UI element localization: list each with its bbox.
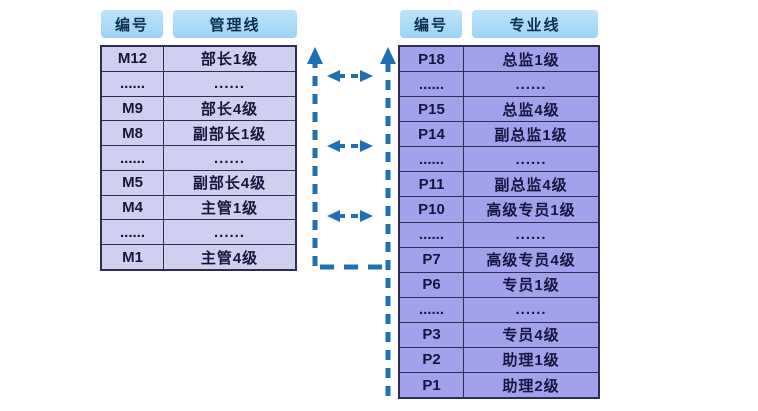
- level-title: 副部长1级: [192, 125, 267, 143]
- level-title: 专员1级: [502, 277, 560, 295]
- level-code: ......: [102, 220, 164, 245]
- level-code: P14: [400, 122, 464, 147]
- level-code: M12: [102, 47, 164, 71]
- level-code: ......: [400, 297, 464, 322]
- table-row: M1 主管4级: [102, 244, 295, 270]
- table-row: P2 助理1级: [400, 346, 598, 373]
- level-code: P2: [400, 347, 464, 373]
- table-row: ............: [102, 70, 295, 96]
- level-title: 副总监4级: [494, 176, 568, 194]
- level-title: 助理1级: [502, 352, 560, 370]
- level-code: P3: [400, 322, 464, 347]
- level-code: P15: [400, 97, 464, 122]
- transfer-arrow-icon: [327, 210, 373, 222]
- level-title: 主管4级: [200, 249, 259, 267]
- level-code: P7: [400, 247, 464, 272]
- level-title: 副部长4级: [192, 175, 267, 193]
- table-row: P7 高级专员4级: [400, 246, 598, 272]
- level-code: ......: [102, 146, 164, 170]
- level-title: 专员4级: [502, 327, 560, 345]
- level-title: 高级专员4级: [486, 252, 576, 270]
- table-row: ............: [400, 221, 598, 247]
- level-code: P6: [400, 272, 464, 297]
- table-row: ............: [400, 71, 598, 97]
- level-code: P11: [400, 172, 464, 197]
- level-title: 助理2级: [502, 377, 560, 395]
- table-row: ............: [400, 296, 598, 322]
- transfer-arrow-icon: [327, 70, 373, 82]
- table-row: P15 总监4级: [400, 96, 598, 122]
- level-title: ......: [213, 75, 245, 93]
- level-code: M1: [102, 245, 164, 270]
- table-row: M9 部长4级: [102, 95, 295, 121]
- level-code: M4: [102, 195, 164, 220]
- level-code: P10: [400, 197, 464, 222]
- table-row: P1 助理2级: [400, 372, 598, 398]
- professional-line-header: 专业线: [472, 10, 598, 38]
- level-title: ......: [213, 149, 245, 167]
- level-title: 总监4级: [502, 101, 560, 119]
- table-row: M12 部长1级: [102, 47, 295, 71]
- level-title: ......: [213, 223, 245, 241]
- table-row: P18 总监1级: [400, 47, 598, 72]
- table-row: P10 高级专员1级: [400, 196, 598, 222]
- table-row: P14 副总监1级: [400, 121, 598, 147]
- table-row: P6 专员1级: [400, 271, 598, 297]
- table-row: P3 专员4级: [400, 321, 598, 347]
- level-title: ......: [515, 226, 547, 244]
- table-row: P11 副总监4级: [400, 171, 598, 197]
- level-code: M9: [102, 96, 164, 121]
- level-title: 高级专员1级: [486, 202, 576, 219]
- level-code: ......: [102, 71, 164, 96]
- management-code-header: 编号: [101, 10, 163, 38]
- level-code: P18: [400, 47, 464, 72]
- level-title: 部长4级: [200, 100, 259, 118]
- level-title: 总监1级: [502, 51, 560, 69]
- level-code: ......: [400, 147, 464, 172]
- level-title: 副总监1级: [494, 126, 568, 144]
- table-row: M8 副部长1级: [102, 120, 295, 146]
- transfer-arrow-icon: [327, 140, 373, 152]
- level-code: M8: [102, 121, 164, 146]
- level-title: ......: [515, 150, 547, 168]
- level-title: 主管1级: [200, 200, 259, 218]
- management-up-arrow-icon: [307, 47, 323, 266]
- table-row: ............: [102, 219, 295, 245]
- level-code: ......: [400, 72, 464, 97]
- management-line-header: 管理线: [173, 10, 297, 38]
- table-row: M4 主管1级: [102, 194, 295, 220]
- level-code: ......: [400, 222, 464, 247]
- level-title: 部长1级: [200, 51, 259, 69]
- professional-code-header: 编号: [400, 10, 462, 38]
- level-title: ......: [515, 75, 547, 93]
- professional-up-arrow-icon: [380, 47, 396, 396]
- table-row: M5 副部长4级: [102, 169, 295, 195]
- level-title: ......: [515, 301, 547, 319]
- level-code: M5: [102, 170, 164, 195]
- table-row: ............: [102, 145, 295, 170]
- level-code: P1: [400, 373, 464, 398]
- table-row: ............: [400, 146, 598, 172]
